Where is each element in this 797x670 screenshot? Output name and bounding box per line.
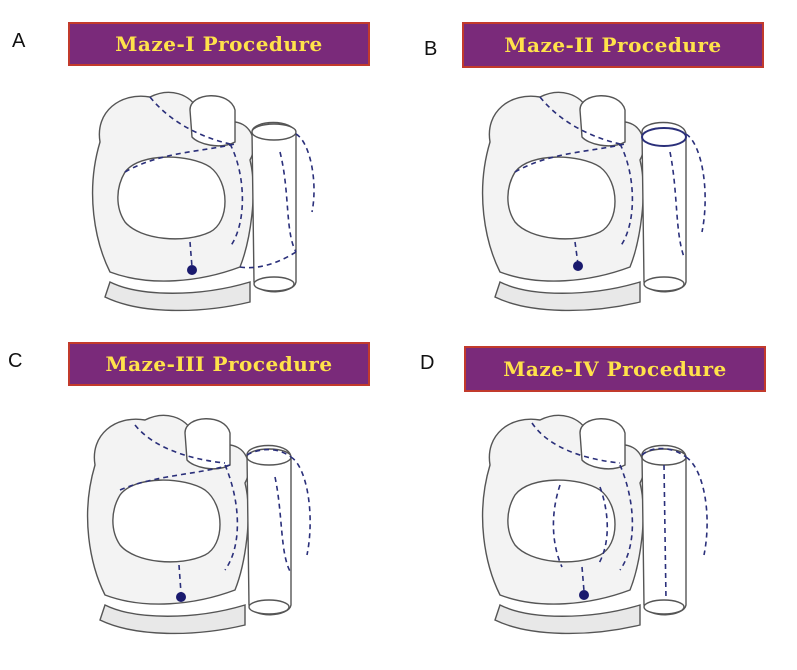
panel-letter-a: A <box>12 30 26 52</box>
title-box-d: Maze-IV Procedure <box>464 346 766 392</box>
title-box-a: Maze-I Procedure <box>68 22 370 66</box>
lesion-dot-c <box>176 592 186 602</box>
heart-diagram-a <box>91 91 315 312</box>
title-c: Maze-III Procedure <box>105 352 333 376</box>
panel-letter-c: C <box>8 350 23 372</box>
heart-diagram-b <box>481 91 706 312</box>
title-d: Maze-IV Procedure <box>503 357 727 381</box>
title-box-b: Maze-II Procedure <box>462 22 764 68</box>
lesion-dot-a <box>187 265 197 275</box>
panel-letter-d: D <box>420 352 435 374</box>
lesion-dot-b <box>573 261 583 271</box>
title-b: Maze-II Procedure <box>504 33 722 57</box>
panel-letter-b: B <box>424 38 438 60</box>
title-box-c: Maze-III Procedure <box>68 342 370 386</box>
heart-diagram-c <box>86 414 311 635</box>
heart-diagram-d <box>481 414 708 635</box>
lesion-dot-d <box>579 590 589 600</box>
title-a: Maze-I Procedure <box>115 32 323 56</box>
